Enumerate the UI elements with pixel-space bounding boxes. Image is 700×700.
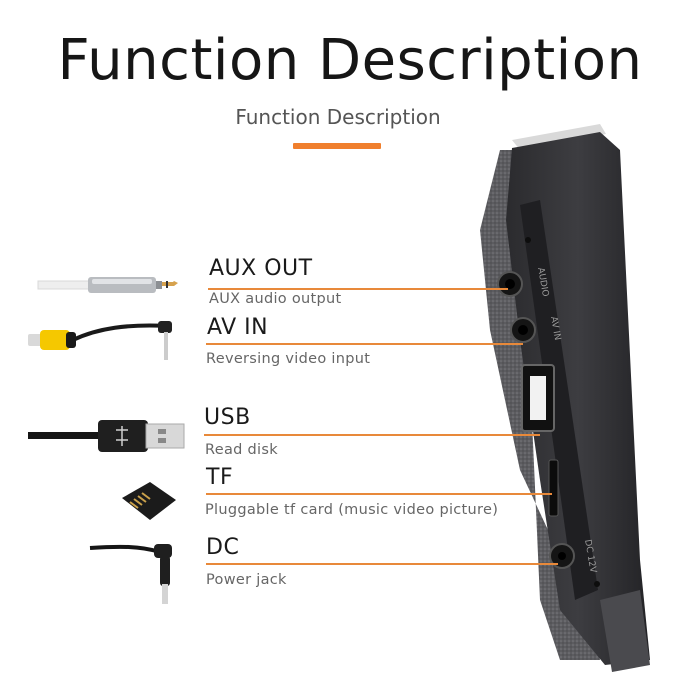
feature-label-dc: DC <box>206 535 240 560</box>
leader-line-av <box>206 343 523 345</box>
feature-desc-dc: Power jack <box>206 572 287 588</box>
port-aux <box>497 271 523 297</box>
feature-desc-aux: AUX audio output <box>209 291 342 307</box>
page-title: Function Description <box>57 28 643 93</box>
indicator-dot-bottom <box>594 581 600 587</box>
feature-desc-tf: Pluggable tf card (music video picture) <box>205 502 499 518</box>
feature-desc-av: Reversing video input <box>206 351 371 367</box>
leader-line-usb <box>204 434 540 436</box>
usb-cable-icon <box>28 420 185 452</box>
port-usb <box>521 364 555 432</box>
leader-line-aux <box>208 288 508 290</box>
feature-desc-usb: Read disk <box>205 442 278 458</box>
tf-card-icon <box>122 482 176 520</box>
rca-cable-icon <box>28 321 172 360</box>
port-dc <box>549 543 575 569</box>
feature-label-av: AV IN <box>207 315 269 340</box>
indicator-dot <box>525 237 531 243</box>
page-subtitle: Function Description <box>235 105 441 129</box>
device-label-avin: AV IN <box>548 316 562 341</box>
aux-cable-icon <box>37 277 178 293</box>
port-tf <box>548 459 559 517</box>
feature-label-aux: AUX OUT <box>209 256 313 281</box>
leader-line-dc <box>206 563 558 565</box>
feature-label-tf: TF <box>206 465 234 490</box>
leader-line-tf <box>206 493 552 495</box>
feature-label-usb: USB <box>204 405 251 430</box>
dc-cable-icon <box>89 544 172 604</box>
accent-bar <box>293 143 381 149</box>
port-av-in <box>510 317 536 343</box>
